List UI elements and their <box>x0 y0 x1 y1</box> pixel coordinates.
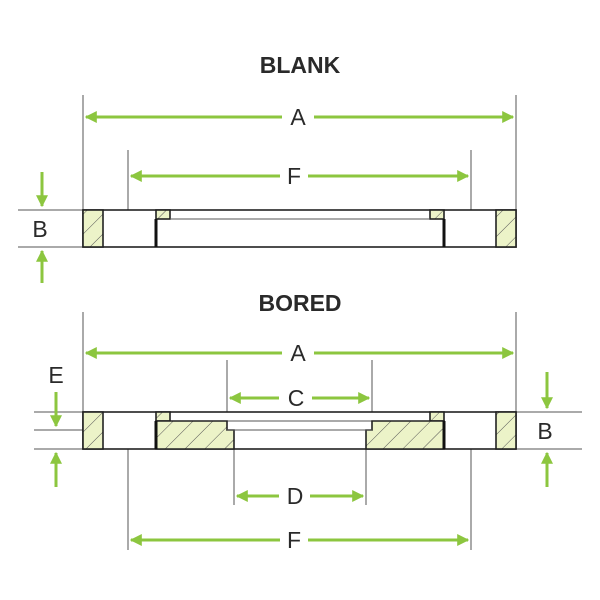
blank-right-rim <box>495 209 517 248</box>
blank-right-gasket <box>429 209 445 220</box>
bored-dimension-e: E <box>48 362 64 487</box>
blank-title: BLANK <box>260 52 341 78</box>
bored-dimension-b-label: B <box>537 418 552 444</box>
blank-dimension-b: B <box>32 172 48 283</box>
bored-dimension-f-label: F <box>287 527 301 553</box>
bored-dimension-b: B <box>537 372 553 487</box>
blank-dimension-a-label: A <box>290 104 306 130</box>
blank-left-gasket <box>155 209 171 220</box>
bored-right-gasket <box>429 411 445 422</box>
blank-dimension-f: F <box>129 163 470 189</box>
bored-dimension-c: C <box>228 385 371 411</box>
bored-dimension-a-label: A <box>290 340 306 366</box>
blank-flange-section <box>82 209 517 248</box>
bored-left-gasket <box>155 411 171 422</box>
bored-left-hub <box>155 420 235 450</box>
bored-right-hub <box>365 420 445 450</box>
bored-dimension-c-label: C <box>288 385 305 411</box>
bored-dimension-d-label: D <box>287 483 304 509</box>
bored-flange-section <box>82 411 517 450</box>
bored-dimension-a: A <box>84 340 515 366</box>
bored-extension-lines <box>34 312 582 550</box>
bored-dimension-d: D <box>235 483 365 509</box>
bored-title: BORED <box>258 290 341 316</box>
blank-dimension-a: A <box>84 104 515 130</box>
blank-dimension-b-label: B <box>32 216 47 242</box>
blank-dimension-f-label: F <box>287 163 301 189</box>
bored-right-rim <box>495 411 517 450</box>
blank-left-rim <box>82 209 104 248</box>
bored-left-rim <box>82 411 104 450</box>
bored-dimension-e-label: E <box>48 362 63 388</box>
bored-dimension-f: F <box>129 527 470 553</box>
blank-extension-lines <box>18 95 517 248</box>
